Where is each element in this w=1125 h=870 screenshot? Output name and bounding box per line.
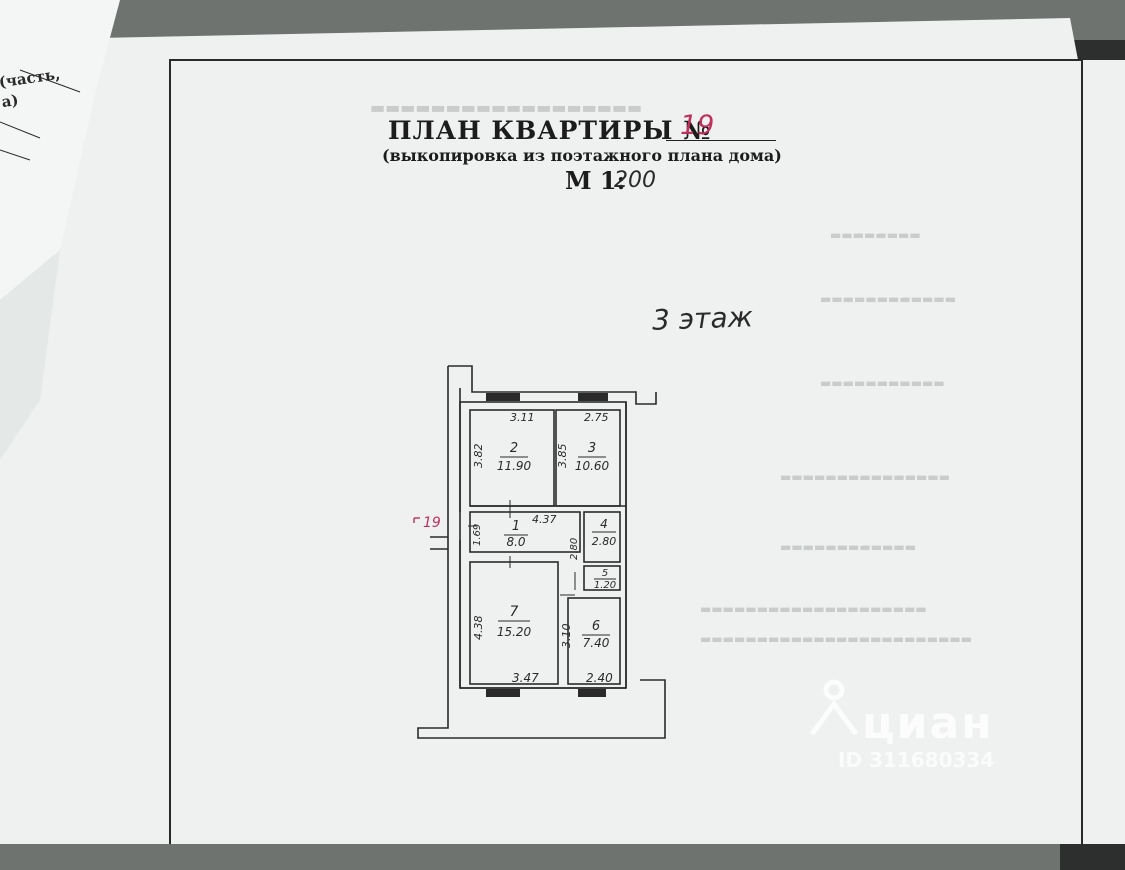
bleed-through-text: ▬▬▬▬▬▬▬▬▬▬▬▬▬▬▬▬▬▬ bbox=[370, 98, 643, 117]
title-underline bbox=[666, 140, 776, 141]
dimension-room2-height: 3.82 bbox=[472, 444, 485, 469]
room-4-label: 4 2.80 bbox=[592, 517, 617, 548]
paper-sheet bbox=[0, 0, 1125, 844]
room-area: 10.60 bbox=[575, 459, 610, 473]
dimension-bottom-right: 2.40 bbox=[586, 671, 613, 685]
room-number: 3 bbox=[588, 441, 596, 456]
room-number: 7 bbox=[510, 604, 519, 620]
dimension-room3-height: 3.85 bbox=[556, 444, 569, 469]
room-number: 2 bbox=[510, 441, 518, 456]
room-number: 5 bbox=[602, 568, 608, 579]
dimension-room4-height: 2.80 bbox=[569, 538, 580, 560]
dimension-top-left: 3.11 bbox=[510, 411, 535, 424]
room-5-label: 5 1.20 bbox=[594, 568, 616, 591]
room-area: 15.20 bbox=[497, 625, 532, 639]
room-1-label: 1 8.0 bbox=[504, 519, 528, 549]
floor-plan: 3.11 2.75 3.82 3.85 4.37 1.69 2.80 4.38 … bbox=[413, 365, 666, 739]
bleed-through-text: ▬▬▬▬▬▬▬▬▬▬▬▬▬▬▬▬▬▬▬▬▬▬▬▬ bbox=[700, 632, 973, 646]
scale-label: М 1: bbox=[565, 166, 626, 195]
bleed-through-text: ▬▬▬▬▬▬▬▬▬▬▬ bbox=[820, 376, 945, 390]
bleed-through-text: ▬▬▬▬▬▬▬▬▬▬▬▬ bbox=[780, 540, 917, 554]
room-number: 6 bbox=[592, 619, 600, 634]
dimension-corridor-height: 1.69 bbox=[472, 524, 483, 546]
room-area: 7.40 bbox=[583, 636, 610, 650]
document-title: ПЛАН КВАРТИРЫ № bbox=[388, 116, 712, 145]
room-area: 11.90 bbox=[497, 459, 532, 473]
watermark-id: ID 311680334 bbox=[838, 748, 995, 772]
dimension-bottom-left: 3.47 bbox=[512, 671, 539, 685]
bleed-through-text: ▬▬▬▬▬▬▬▬ bbox=[830, 228, 921, 242]
room-area: 2.80 bbox=[592, 535, 617, 548]
room-3-label: 3 10.60 bbox=[575, 441, 610, 473]
scale-value: 200 bbox=[614, 168, 656, 193]
apartment-number: 19 bbox=[680, 110, 715, 141]
document-subtitle: (выкопировка из поэтажного плана дома) bbox=[382, 146, 782, 165]
room-number: 1 bbox=[512, 519, 520, 534]
bleed-through-text: ▬▬▬▬▬▬▬▬▬▬▬▬▬▬▬▬▬▬▬▬ bbox=[700, 602, 927, 616]
dimension-room7-height: 4.38 bbox=[472, 616, 485, 641]
watermark-logo bbox=[809, 679, 859, 736]
watermark-brand: циан bbox=[862, 698, 994, 749]
room-2-label: 2 11.90 bbox=[497, 441, 532, 473]
plan-door-marks bbox=[468, 500, 576, 596]
room-number: 4 bbox=[600, 517, 608, 531]
dimension-top-right: 2.75 bbox=[584, 411, 609, 424]
entrance-marker: 19 bbox=[413, 515, 441, 531]
room-7-label: 7 15.20 bbox=[497, 604, 532, 639]
plan-walls bbox=[417, 365, 666, 739]
room-area: 1.20 bbox=[594, 580, 616, 591]
bleed-through-text: ▬▬▬▬▬▬▬▬▬▬▬▬ bbox=[820, 292, 957, 306]
plan-windows bbox=[486, 393, 608, 697]
entrance-number: 19 bbox=[423, 515, 441, 531]
dimension-corridor-width: 4.37 bbox=[532, 513, 557, 526]
room-6-label: 6 7.40 bbox=[582, 619, 610, 650]
dimension-room6-height: 3.10 bbox=[560, 624, 573, 649]
watermark-pin-icon bbox=[809, 679, 859, 736]
bleed-through-text: ▬▬▬▬▬▬▬▬▬▬▬▬▬▬▬ bbox=[780, 470, 951, 484]
room-area: 8.0 bbox=[506, 535, 525, 549]
